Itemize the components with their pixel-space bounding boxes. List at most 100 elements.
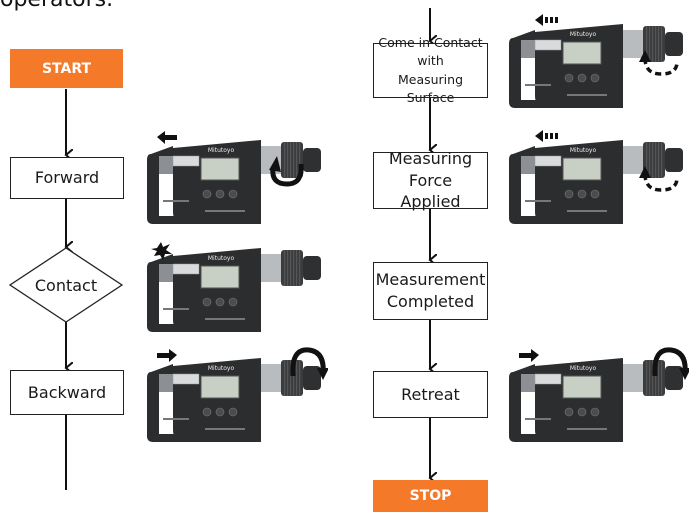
arrow-right-icon xyxy=(157,349,177,362)
micrometer-brand-text: Mitutoyo xyxy=(208,147,235,154)
micrometer-brand-text: Mitutoyo xyxy=(570,365,597,372)
micrometer-sleeve xyxy=(261,254,281,282)
micrometer-knurl xyxy=(661,142,663,178)
micrometer-display xyxy=(200,265,240,289)
retreat-step: Retreat xyxy=(373,371,488,418)
micrometer-knurl xyxy=(287,250,289,286)
rotate-icon xyxy=(652,347,688,377)
micrometer-knurl xyxy=(649,142,651,178)
micrometer-knurl xyxy=(284,142,286,178)
micrometer-button xyxy=(202,189,212,199)
micrometer-print xyxy=(163,200,189,202)
rotate-icon xyxy=(290,347,326,377)
micrometer-group: Mitutoyo xyxy=(509,347,689,442)
micrometer-group: Mitutoyo xyxy=(147,347,328,442)
micrometer-print xyxy=(205,210,245,212)
micrometer-display xyxy=(562,375,602,399)
micrometer-print xyxy=(567,94,607,96)
micrometer-knurl xyxy=(293,250,295,286)
micrometer-brand-text: Mitutoyo xyxy=(208,255,235,262)
micrometer-thimble xyxy=(281,142,303,178)
micrometer-knurl xyxy=(293,360,295,396)
micrometer-button xyxy=(215,407,225,417)
micrometer-display xyxy=(200,375,240,399)
micrometer-print xyxy=(525,200,551,202)
micrometer-thimble xyxy=(643,142,665,178)
micrometer-button xyxy=(590,407,600,417)
micrometer-knurl xyxy=(649,360,651,396)
micrometer-button xyxy=(564,189,574,199)
micrometer-knurl xyxy=(652,360,654,396)
micrometer-knurl xyxy=(661,26,663,62)
micrometer-ratchet xyxy=(303,256,321,280)
rotate-arrowhead-icon xyxy=(317,368,328,380)
micrometer-button xyxy=(202,407,212,417)
micrometer-print xyxy=(163,418,189,420)
micrometer-knurl xyxy=(287,360,289,396)
micrometer-print xyxy=(205,318,245,320)
micrometer-come-in-contact-image: Mitutoyo xyxy=(509,14,683,108)
micrometer-ratchet xyxy=(303,148,321,172)
micrometer-knurl xyxy=(658,360,660,396)
micrometer-knurl xyxy=(290,360,292,396)
micrometer-backward-image: Mitutoyo xyxy=(147,347,328,442)
arrow-left-icon xyxy=(535,14,543,26)
micrometer-brand-text: Mitutoyo xyxy=(208,365,235,372)
contact-burst-icon xyxy=(151,242,172,260)
micrometer-knurl xyxy=(290,142,292,178)
micrometer-knurl xyxy=(284,360,286,396)
dash-icon xyxy=(550,133,553,139)
stop-terminal: STOP xyxy=(373,480,488,512)
measurement-completed-line-2: Completed xyxy=(386,292,475,311)
micrometer-knurl xyxy=(646,142,648,178)
micrometer-display xyxy=(562,157,602,181)
micrometer-print xyxy=(567,428,607,430)
micrometer-knurl xyxy=(296,250,298,286)
micrometer-knurl xyxy=(652,142,654,178)
micrometer-contact-image: Mitutoyo xyxy=(147,242,321,332)
micrometer-group: Mitutoyo xyxy=(147,131,321,224)
micrometer-button xyxy=(577,73,587,83)
dash-icon xyxy=(545,17,548,23)
rotate-arrowhead-icon xyxy=(639,166,651,178)
dash-icon xyxy=(555,17,558,23)
micrometer-anvil xyxy=(159,264,173,282)
micrometer-knurl xyxy=(661,360,663,396)
micrometer-brand-text: Mitutoyo xyxy=(570,31,597,38)
micrometer-knurl xyxy=(296,142,298,178)
micrometer-knurl xyxy=(299,360,301,396)
micrometer-print xyxy=(205,428,245,430)
micrometer-ratchet xyxy=(665,366,683,390)
micrometer-knurl xyxy=(658,142,660,178)
micrometer-button xyxy=(228,189,238,199)
micrometer-spindle xyxy=(172,373,200,385)
micrometer-ratchet xyxy=(303,366,321,390)
header-text: operators. xyxy=(0,0,113,12)
rotate-icon xyxy=(270,163,304,187)
micrometer-button xyxy=(215,189,225,199)
micrometer-force-applied-image: Mitutoyo xyxy=(509,130,683,224)
micrometer-thimble xyxy=(281,360,303,396)
micrometer-anvil xyxy=(521,374,535,392)
forward-step: Forward xyxy=(10,157,124,199)
measurement-completed-step: Measurement Completed xyxy=(373,262,488,320)
micrometer-knurl xyxy=(287,142,289,178)
micrometer-knurl xyxy=(658,26,660,62)
micrometer-spindle xyxy=(172,155,200,167)
rotate-arrowhead-icon xyxy=(679,368,689,380)
micrometer-button xyxy=(564,407,574,417)
force-applied-line-2: Force Applied xyxy=(400,170,461,212)
micrometer-button xyxy=(590,73,600,83)
micrometer-knurl xyxy=(284,250,286,286)
micrometer-knurl xyxy=(655,142,657,178)
micrometer-button xyxy=(590,189,600,199)
start-terminal: START xyxy=(10,49,123,88)
micrometer-display xyxy=(200,157,240,181)
force-applied-line-1: Measuring xyxy=(388,149,473,169)
arrow-left-icon xyxy=(157,131,177,144)
contact-decision-diamond xyxy=(8,247,124,323)
micrometer-retreat-image: Mitutoyo xyxy=(509,347,689,442)
micrometer-print xyxy=(525,84,551,86)
micrometer-button xyxy=(228,407,238,417)
micrometer-knurl xyxy=(299,142,301,178)
